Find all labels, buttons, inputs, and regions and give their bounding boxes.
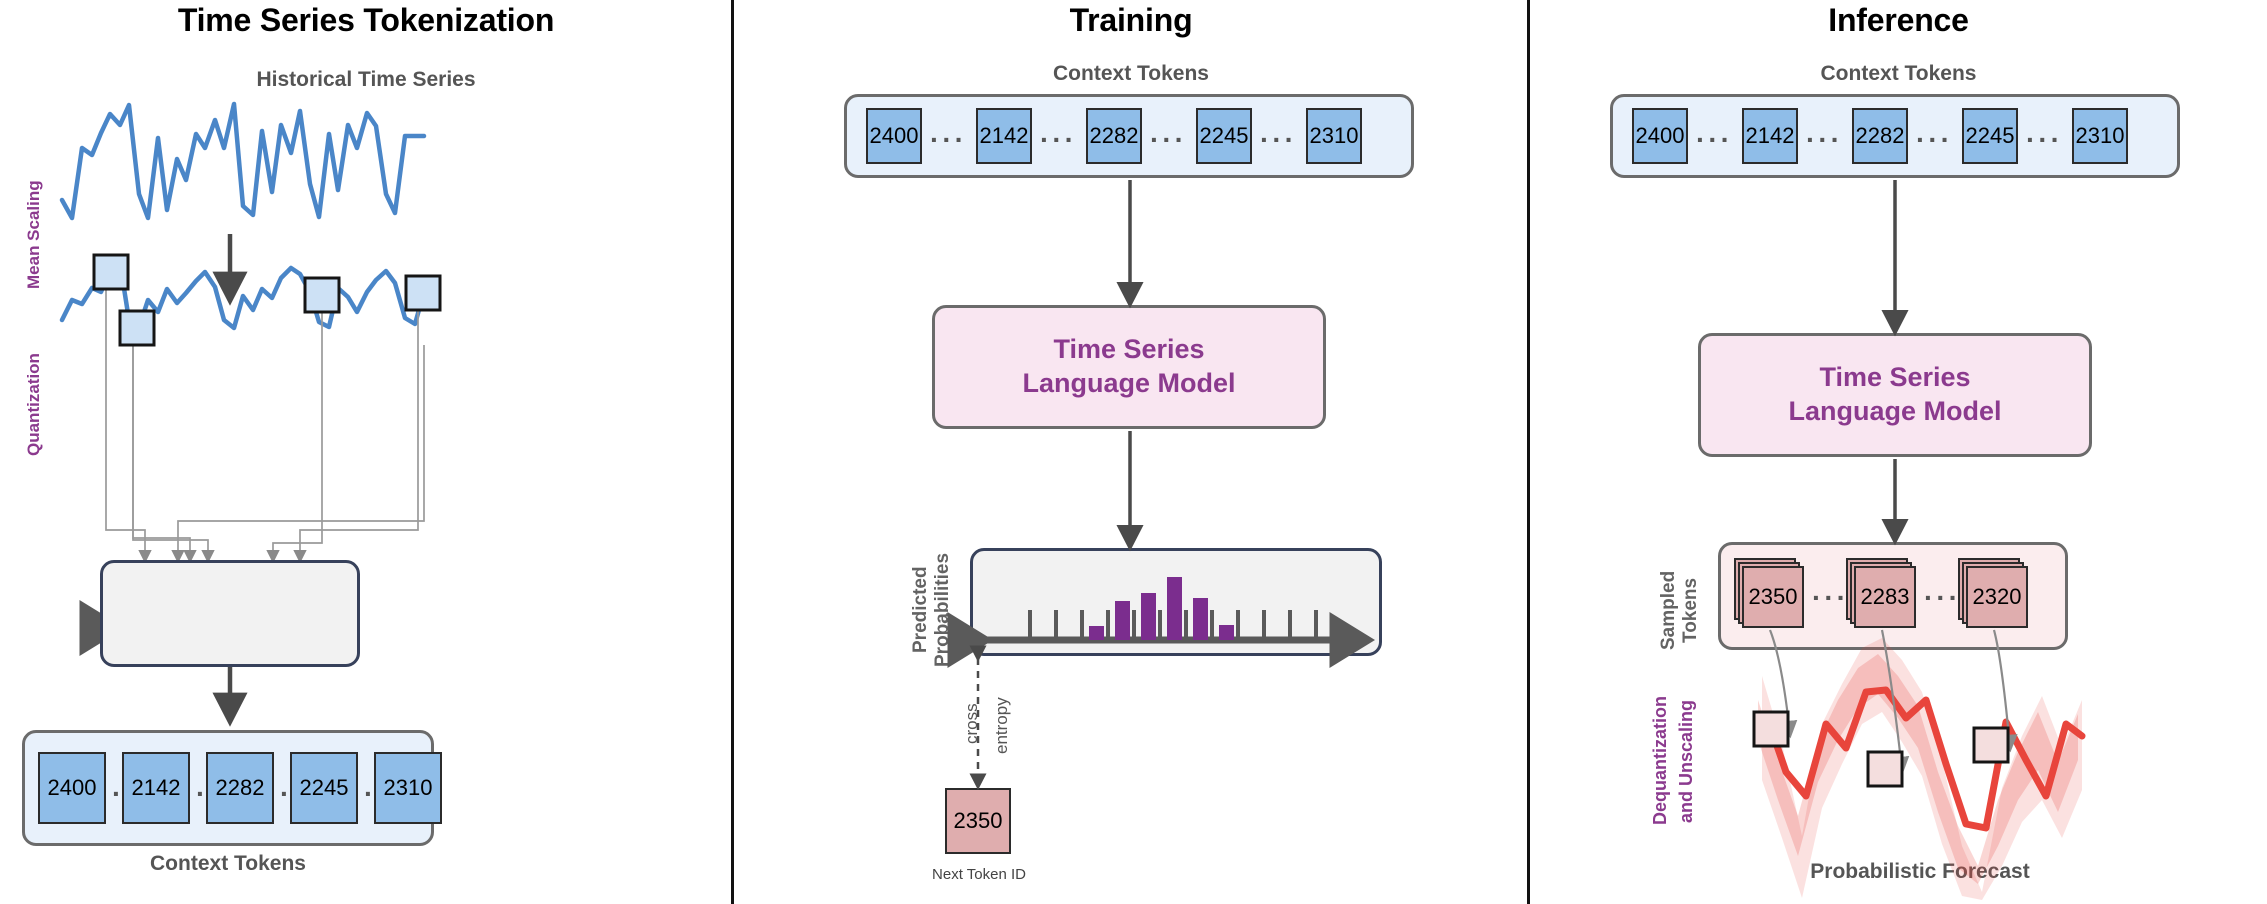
token-ellipsis: ···: [1696, 124, 1733, 155]
next-token-chip[interactable]: 2350: [945, 788, 1011, 854]
quantization-window: [92, 253, 442, 347]
forecast-uncertainty-band: [1758, 654, 2078, 884]
token-chip[interactable]: 2400: [866, 108, 922, 164]
panel-tokenization: Time Series Tokenization Historical Time…: [0, 0, 732, 904]
token-ellipsis: ···: [2026, 124, 2063, 155]
historical-series-label: Historical Time Series: [256, 68, 476, 91]
token-chip[interactable]: 2310: [374, 752, 442, 824]
token-chip[interactable]: 2142: [1742, 108, 1798, 164]
token-chip[interactable]: 2400: [38, 752, 106, 824]
quantization-box: [100, 560, 360, 667]
forecast-uncertainty-band-2: [1762, 638, 2082, 900]
token-ellipsis: ···: [930, 124, 967, 155]
token-chip[interactable]: 2282: [1852, 108, 1908, 164]
panel-inference: Inference Context Tokens 2400 ··· 2142 ·…: [1530, 0, 2267, 904]
model-label-line1: Time Series: [1819, 362, 1971, 393]
context-tokens-caption-training: Context Tokens: [1053, 62, 1209, 85]
probability-axis: [947, 577, 1375, 668]
panel-divider-1: [731, 0, 734, 904]
token-chip[interactable]: 2310: [2072, 108, 2128, 164]
token-chip[interactable]: 2142: [976, 108, 1032, 164]
model-label-line1: Time Series: [1053, 334, 1205, 365]
page-title-training: Training: [1069, 2, 1193, 38]
token-chip[interactable]: 2245: [1962, 108, 2018, 164]
token-ellipsis: ···: [1040, 124, 1077, 155]
token-chip[interactable]: 2245: [1196, 108, 1252, 164]
model-label-line2: Language Model: [1788, 396, 2002, 426]
token-chip[interactable]: 2400: [1632, 108, 1688, 164]
forecast-caption: Probabilistic Forecast: [1810, 860, 2030, 883]
next-token-caption: Next Token ID: [932, 866, 1026, 883]
page-title-tokenization: Time Series Tokenization: [177, 2, 555, 38]
token-ellipsis: ···: [1806, 124, 1843, 155]
historical-series-polyline: [59, 101, 427, 221]
sampled-token-chip[interactable]: 2320: [1966, 566, 2028, 628]
token-ellipsis: ···: [1150, 124, 1187, 155]
token-chip[interactable]: 2282: [1086, 108, 1142, 164]
page-title-inference: Inference: [1828, 2, 1969, 38]
forecast-series-polyline: [1762, 686, 2086, 832]
token-chip[interactable]: 2245: [290, 752, 358, 824]
sampled-token-chip[interactable]: 2283: [1854, 566, 1916, 628]
token-ellipsis: ···: [1916, 124, 1953, 155]
token-ellipsis: ···: [1260, 124, 1297, 155]
panel-divider-2: [1527, 0, 1530, 904]
model-box-training: Time Series Language Model: [932, 305, 1326, 429]
context-tokens-caption-inference: Context Tokens: [1820, 62, 1977, 85]
token-ellipsis: ···: [1812, 582, 1849, 613]
training-graphics: [947, 180, 1375, 790]
token-chip[interactable]: 2310: [1306, 108, 1362, 164]
panel-training: Training Context Tokens 2400 ··· 2142 ··…: [734, 0, 1528, 904]
inference-graphics: [1752, 180, 2086, 900]
token-chip[interactable]: 2282: [206, 752, 274, 824]
dequantized-window: [1752, 710, 2010, 788]
model-label-line2: Language Model: [1022, 368, 1236, 398]
sampled-token-chip[interactable]: 2350: [1742, 566, 1804, 628]
probability-bars: [1089, 577, 1234, 640]
context-tokens-caption-tokenization: Context Tokens: [150, 852, 306, 875]
token-ellipsis: ···: [1924, 582, 1961, 613]
token-chip[interactable]: 2142: [122, 752, 190, 824]
